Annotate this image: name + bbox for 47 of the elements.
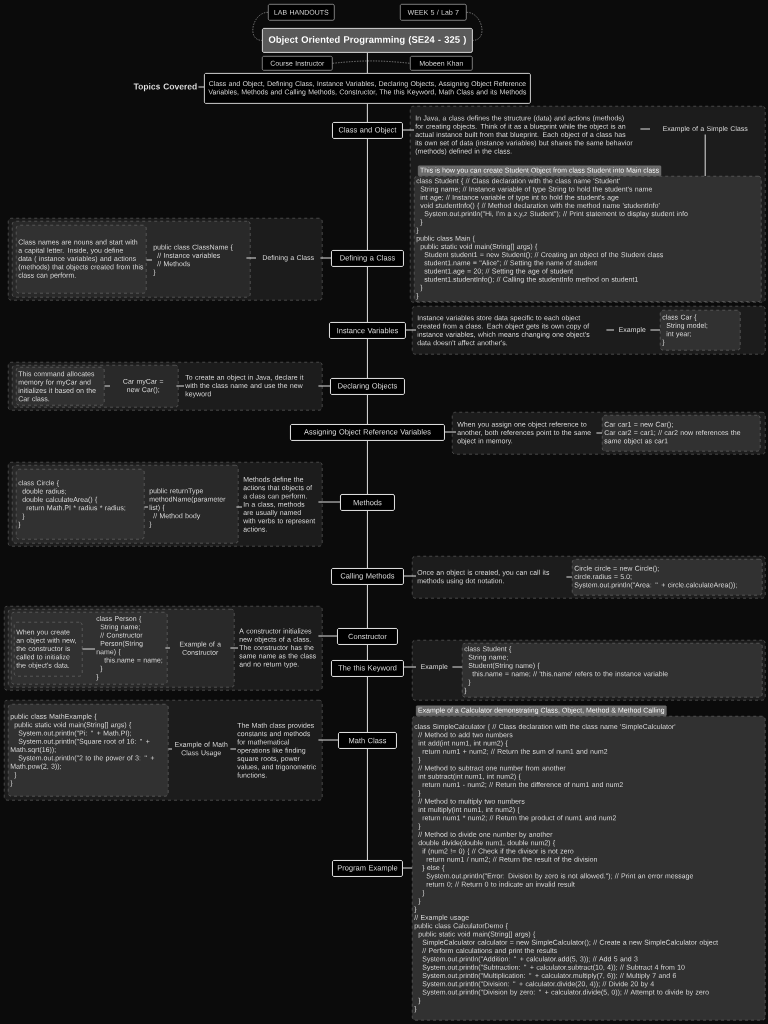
connector (402, 129, 415, 131)
connector (366, 394, 368, 425)
connector (444, 431, 457, 433)
connector (164, 647, 171, 649)
connector (366, 644, 368, 661)
connector (639, 128, 651, 130)
connector (175, 385, 185, 387)
connector (403, 575, 417, 577)
heading-text: Topics Covered (133, 83, 197, 92)
connector (235, 506, 243, 508)
connector (317, 635, 338, 637)
connector (649, 329, 661, 331)
dashed-connector (466, 12, 483, 41)
connector (145, 259, 153, 261)
connector (366, 584, 368, 629)
connector (366, 266, 368, 323)
dashed-connector (252, 12, 269, 41)
connector (366, 138, 368, 251)
connector (403, 666, 417, 668)
connector (366, 440, 368, 495)
connector (167, 748, 173, 750)
connector (366, 52, 368, 74)
connector (366, 748, 368, 861)
connector (319, 257, 332, 259)
connector (103, 385, 111, 387)
connector (595, 432, 603, 434)
connector (143, 506, 149, 508)
connector (366, 510, 368, 569)
title-box: Object Oriented Programming (SE24 - 325 ) (262, 28, 473, 53)
connector (565, 576, 573, 578)
connector (366, 676, 368, 733)
connector (245, 257, 257, 259)
connector (405, 329, 417, 331)
connector (317, 385, 331, 387)
connector (197, 86, 205, 88)
connector (229, 647, 239, 649)
connector (317, 739, 339, 741)
connector (605, 329, 615, 331)
connector (704, 133, 706, 177)
connector (317, 501, 341, 503)
connector (451, 666, 463, 668)
connector (81, 648, 96, 650)
connector (366, 103, 368, 123)
connector (402, 867, 413, 869)
connector (229, 748, 237, 750)
dashed-connector (332, 60, 411, 64)
connector (366, 338, 368, 379)
